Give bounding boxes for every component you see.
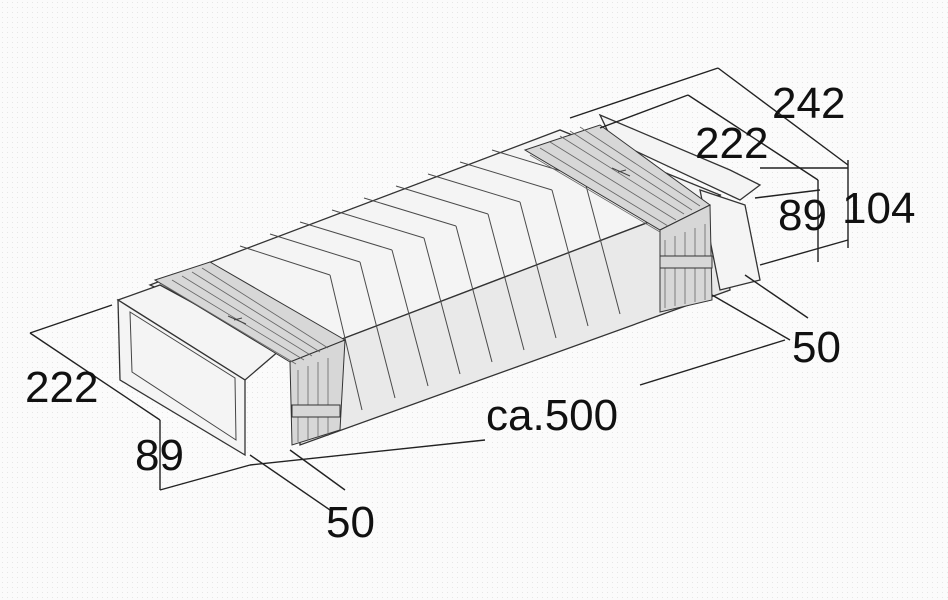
- left-opening-inner: [129, 311, 237, 441]
- dim-overall-length: ca.500: [486, 391, 618, 440]
- left-clip: [291, 404, 341, 418]
- dimension-labels: 242 222 104 89 50 222 89 50 ca.500: [25, 79, 915, 547]
- dim-left-width: 222: [25, 363, 98, 412]
- left-arrow-icon: [227, 315, 247, 325]
- dim-top-inner-width: 222: [695, 119, 768, 168]
- dim-right-outer-height: 104: [842, 184, 915, 233]
- dimension-lines: [29, 67, 849, 511]
- dim-left-height: 89: [135, 431, 184, 480]
- left-connector: [116, 261, 347, 457]
- left-collar-windings: [161, 267, 329, 442]
- left-opening-face: [117, 298, 246, 457]
- right-arrow-icon: [611, 167, 631, 177]
- dim-right-collar-length: 50: [792, 323, 841, 372]
- dim-top-outer-width: 242: [772, 79, 845, 128]
- dim-right-inner-height: 89: [778, 191, 827, 240]
- dim-left-collar-length: 50: [326, 498, 375, 547]
- duct-body: [148, 129, 731, 446]
- right-end-face: [699, 189, 761, 291]
- right-clip: [659, 255, 713, 269]
- right-connector: [523, 113, 762, 313]
